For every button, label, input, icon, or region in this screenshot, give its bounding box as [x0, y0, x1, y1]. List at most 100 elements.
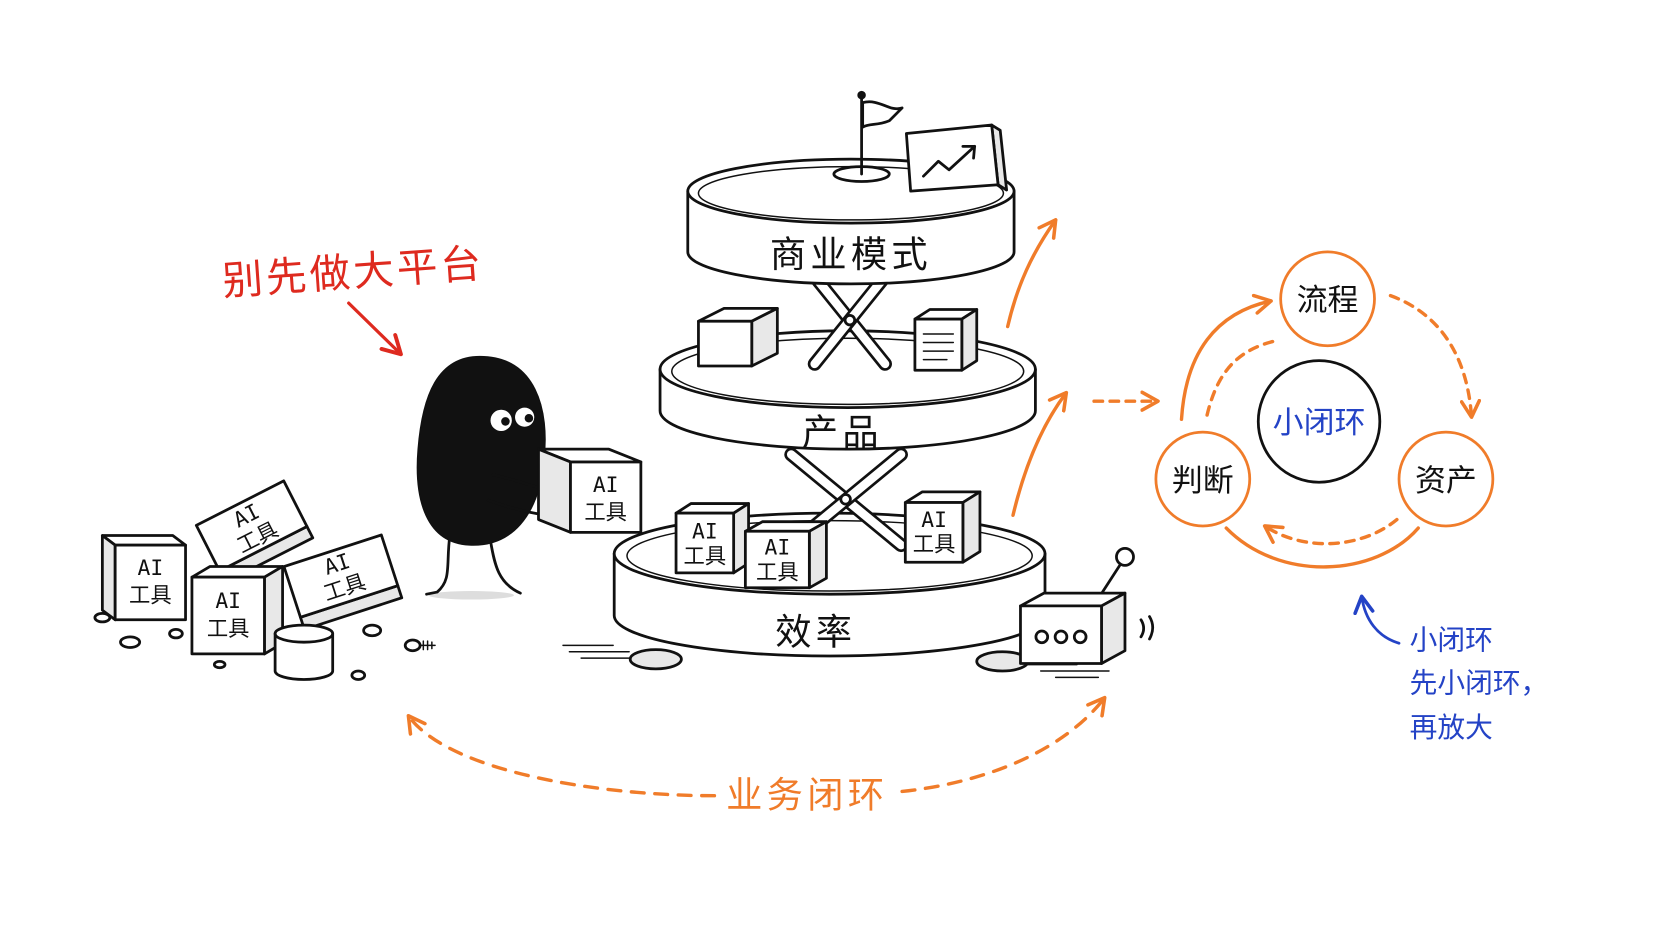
vibration-marks [1139, 615, 1155, 641]
loop-node-top [1279, 250, 1376, 348]
business-loop-label: 业务闭环 [726, 773, 888, 816]
business-loop-arrow-left [406, 713, 717, 798]
dial-icon [1072, 629, 1088, 645]
screw-head [403, 638, 422, 653]
cycle-arc-right-to-left [1224, 526, 1420, 569]
box-face [113, 543, 187, 622]
character-left-leg [425, 533, 452, 596]
headline-arrow [347, 301, 403, 357]
box-label-tool: 工具 [207, 617, 250, 642]
loop-node-top-label: 流程 [1297, 283, 1359, 319]
note-block: 小闭环 先小闭环， 再放大 [1410, 624, 1549, 744]
pupil-right [524, 413, 534, 423]
box-label-tool: 工具 [756, 560, 799, 585]
box-side [1100, 591, 1127, 665]
box-face [674, 511, 736, 575]
plain-cube [697, 307, 779, 368]
headline-text: 别先做大平台 [221, 239, 486, 305]
character-eyes [490, 407, 535, 432]
loop-node-left [1154, 430, 1252, 528]
lever-knob [1115, 546, 1135, 567]
note-line: 再放大 [1410, 711, 1493, 744]
ai-tool-box: AI 工具 [674, 502, 750, 575]
pebble [119, 635, 142, 649]
scissor-pivot [839, 493, 852, 506]
box-label-ai: AI [215, 589, 241, 614]
character-shadow [428, 590, 514, 600]
screw-icon [403, 638, 436, 653]
screw-thread [419, 640, 436, 651]
box-face [913, 317, 964, 372]
loop-center-label: 小闭环 [1273, 405, 1366, 441]
box-label-tool: 工具 [913, 533, 956, 558]
flag-icon [832, 90, 904, 183]
cylinder-body [273, 632, 335, 681]
tier-label-top: 商业模式 [770, 233, 932, 276]
business-loop: 业务闭环 [406, 695, 1107, 816]
character-body [416, 355, 546, 546]
dial-icon [1053, 629, 1069, 645]
document-lines-icon [922, 333, 955, 361]
eye-left [490, 409, 512, 432]
loop-node-left-label: 判断 [1172, 463, 1234, 499]
tier-label-bottom: 效率 [775, 610, 856, 653]
upper-scissor-lift [807, 269, 892, 371]
ai-tool-box: AI 工具 [743, 520, 828, 590]
small-loop-cycle: 小闭环 流程 资产 判断 [1154, 250, 1495, 569]
cycle-arrow-top-to-right [1388, 293, 1482, 419]
tier-label-middle: 产品 [802, 411, 883, 454]
pebble [212, 659, 227, 670]
ai-tool-box: AI 工具 [903, 490, 982, 564]
box-side [961, 490, 982, 564]
trend-line [922, 144, 977, 178]
box-face [282, 533, 400, 619]
box-face [569, 460, 643, 534]
box-side [960, 308, 979, 372]
cycle-arrow-right-to-left [1262, 517, 1399, 546]
cycle-dash-left-to-top [1205, 338, 1280, 417]
growth-arrow-lower [1011, 390, 1069, 517]
box-label-ai: AI [921, 508, 947, 533]
box-side [100, 534, 117, 622]
cylinder-top [273, 623, 335, 644]
pebble [362, 623, 383, 638]
cycle-arrow-left-to-top [1179, 293, 1273, 422]
loop-center-circle [1256, 359, 1382, 484]
flag-cloth [861, 100, 904, 129]
tier-stack: 效率 AI 工具 AI 工具 AI [562, 90, 1155, 679]
box-face [194, 479, 309, 573]
growth-arrow-upper [1005, 218, 1058, 329]
ai-tool-box: AI 工具 [282, 533, 404, 631]
stack-foot [628, 648, 683, 671]
disc-rim [671, 337, 1025, 406]
pebble [168, 627, 184, 640]
pebble [350, 669, 367, 681]
note-line: 小闭环 [1410, 624, 1493, 657]
flag-pole-tip [857, 90, 866, 100]
box-face [743, 529, 811, 590]
ai-tool-box: AI 工具 [100, 534, 187, 622]
loop-node-right [1397, 430, 1495, 528]
box-label-ai: AI [765, 536, 791, 561]
ai-tool-box: AI 工具 [190, 565, 284, 656]
document-box [913, 308, 979, 372]
box-face [903, 501, 965, 564]
box-label-ai: AI [692, 520, 718, 545]
pebble [93, 612, 112, 624]
scissor-pivot [843, 313, 857, 327]
trend-chart-icon [904, 123, 1008, 193]
ai-tool-box-held: AI 工具 [537, 447, 643, 534]
note-arrow [1353, 594, 1401, 645]
box-label-tool: 工具 [584, 501, 627, 526]
loop-node-right-label: 资产 [1415, 463, 1477, 499]
cylinder-block [273, 623, 335, 681]
character-right-leg [489, 539, 522, 595]
box-label-ai: AI [138, 556, 164, 581]
box-face [697, 319, 754, 368]
box-label-tool: 工具 [129, 584, 172, 609]
control-box [1019, 546, 1155, 665]
box-side [537, 447, 572, 534]
trend-arrow-head [961, 144, 977, 160]
